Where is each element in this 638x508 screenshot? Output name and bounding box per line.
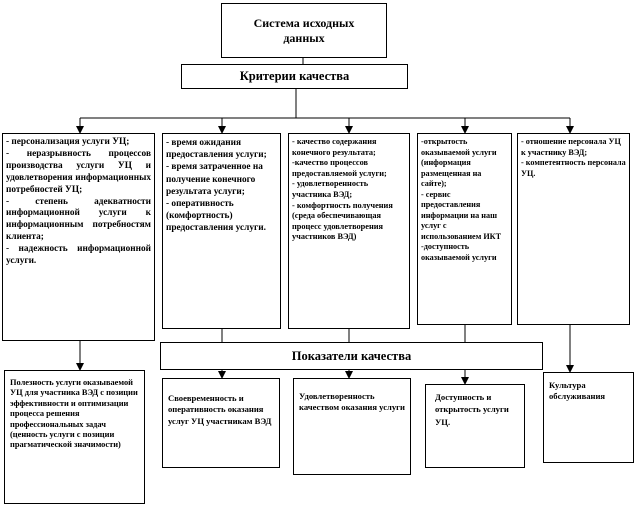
system-box: Система исходных данных — [221, 3, 387, 58]
indicators-title: Показатели качества — [291, 348, 412, 363]
criteria-item: - комфортность получения (среда обеспечи… — [292, 200, 393, 242]
criteria-column-1: - персонализация услуги УЦ; - неразрывно… — [2, 133, 155, 341]
criteria-bar: Критерии качества — [181, 64, 408, 89]
criteria-item: - время ожидания предоставления услуги; — [166, 138, 267, 161]
indicator-text: Своевременность и оперативность оказания… — [168, 393, 272, 426]
criteria-column-2: - время ожидания предоставления услуги; … — [162, 133, 281, 329]
system-title-line-1: Система исходных — [253, 15, 355, 30]
criteria-column-5: - отношение персонала УЦ к участнику ВЭД… — [517, 133, 630, 325]
indicator-text: Культура обслуживания — [549, 380, 606, 402]
criteria-item: - качество содержания конечного результа… — [292, 137, 377, 157]
criteria-item: - время затраченное на получение конечно… — [166, 162, 263, 197]
criteria-item: - сервис предоставления информации на на… — [421, 189, 502, 241]
criteria-item: - компетентность персонала УЦ. — [521, 158, 626, 178]
criteria-item: -открытость оказываемой услуги (информац… — [421, 137, 497, 188]
criteria-item: - оперативность (комфортность) предостав… — [166, 199, 266, 234]
criteria-item: - персонализация услуги УЦ; — [6, 137, 130, 147]
criteria-item: - надежность информационной услуги. — [6, 244, 151, 267]
criteria-column-4: -открытость оказываемой услуги (информац… — [417, 133, 512, 325]
criteria-item: -доступность оказываемой услуги — [421, 242, 497, 262]
indicator-result-5: Культура обслуживания — [543, 372, 634, 463]
criteria-item: - степень адекватности информационной ус… — [6, 196, 151, 243]
indicator-text: Удовлетворенность качеством оказания усл… — [299, 391, 405, 413]
criteria-item: - отношение персонала УЦ к участнику ВЭД… — [521, 137, 621, 157]
indicators-bar: Показатели качества — [160, 342, 543, 370]
indicator-result-2: Своевременность и оперативность оказания… — [162, 378, 280, 468]
indicator-result-4: Доступность и открытость услуги УЦ. — [425, 384, 525, 468]
criteria-item: - удовлетворенность участника ВЭД; — [292, 179, 369, 199]
system-title-line-2: данных — [283, 30, 325, 45]
criteria-item: -качество процессов предоставляемой услу… — [292, 158, 387, 178]
criteria-column-3: - качество содержания конечного результа… — [288, 133, 410, 329]
indicator-text: Полезность услуги оказываемой УЦ для уча… — [10, 378, 138, 450]
criteria-title: Критерии качества — [239, 69, 350, 83]
indicator-result-3: Удовлетворенность качеством оказания усл… — [293, 378, 411, 475]
indicator-result-1: Полезность услуги оказываемой УЦ для уча… — [4, 370, 145, 504]
criteria-item: - неразрывность процессов производства у… — [6, 148, 151, 195]
indicator-text: Доступность и открытость услуги УЦ. — [435, 392, 509, 427]
